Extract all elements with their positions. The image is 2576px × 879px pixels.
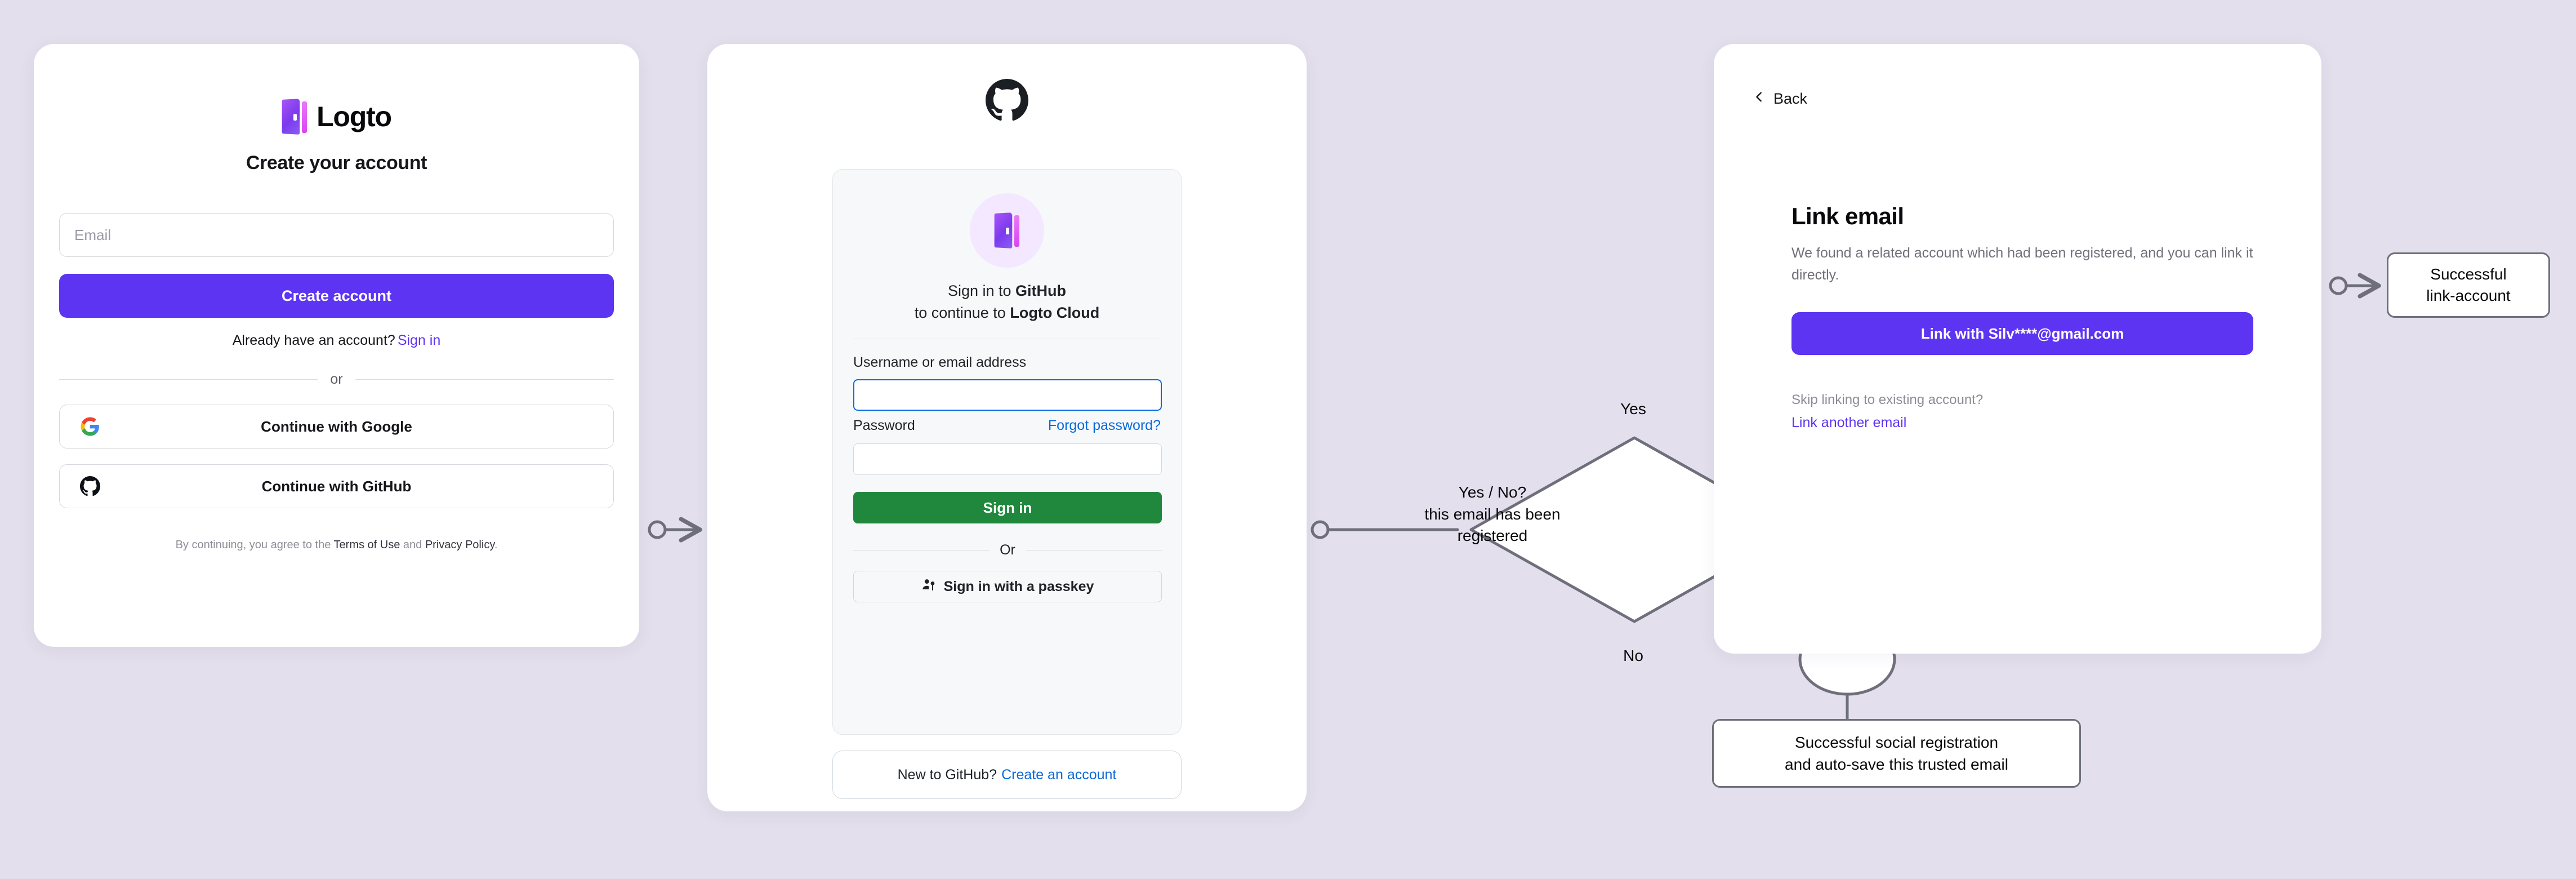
forgot-password-link[interactable]: Forgot password? [1048, 418, 1161, 433]
logto-brand: Logto [34, 99, 639, 135]
link-with-email-button[interactable]: Link with Silv****@gmail.com [1791, 312, 2253, 355]
create-an-account-link[interactable]: Create an account [1001, 766, 1117, 783]
continue-with-google-button[interactable]: Continue with Google [59, 405, 614, 449]
legal-prefix: By continuing, you agree to the [175, 539, 331, 551]
logto-door-icon [994, 212, 1020, 248]
github-signin-panel: Sign in to GitHub to continue to Logto C… [832, 169, 1182, 735]
github-headline: Sign in to GitHub to continue to Logto C… [833, 280, 1181, 324]
email-input[interactable]: Email [59, 213, 614, 257]
new-to-github-text: New to GitHub? [897, 766, 997, 783]
skip-linking-label: Skip linking to existing account? [1791, 392, 1984, 407]
new-to-github-panel: New to GitHub? Create an account [832, 751, 1182, 799]
link-email-description: We found a related account which had bee… [1791, 245, 2253, 283]
headline-provider: GitHub [1015, 282, 1067, 299]
sign-in-button[interactable]: Sign in [853, 492, 1162, 523]
google-icon [80, 416, 100, 437]
divider-label: Or [1000, 541, 1015, 558]
yes-branch-label: Yes [1620, 400, 1646, 418]
sign-in-link[interactable]: Sign in [397, 332, 441, 348]
sign-in-with-passkey-button[interactable]: Sign in with a passkey [853, 571, 1162, 602]
divider-rule-right [355, 379, 614, 380]
signup-card: Logto Create your account Email Create a… [34, 44, 639, 647]
divider-rule-right [1025, 549, 1162, 551]
decision-line-1: Yes / No? [1458, 483, 1527, 501]
social-registration-success-node: Successful social registration and auto-… [1712, 719, 2081, 788]
page-title: Create your account [246, 152, 427, 174]
already-have-account-line: Already have an account?Sign in [34, 332, 639, 349]
google-button-label: Continue with Google [261, 418, 412, 435]
logto-app-avatar [970, 193, 1044, 268]
github-signin-card: Sign in to GitHub to continue to Logto C… [707, 44, 1307, 811]
passkey-button-label: Sign in with a passkey [943, 578, 1094, 594]
back-button-label: Back [1773, 90, 1808, 107]
link-success-node: Successful link-account [2387, 252, 2550, 318]
or-divider: or [59, 370, 614, 389]
logto-wordmark: Logto [317, 101, 392, 132]
github-icon [80, 476, 100, 496]
decision-node-label: Yes / No? this email has been registered [1363, 482, 1622, 547]
link-success-line-2: link-account [2426, 287, 2511, 304]
decision-line-2: this email has been [1424, 505, 1561, 523]
divider-label: or [330, 371, 343, 387]
headline-line2-prefix: to continue to [914, 304, 1006, 322]
legal-suffix: . [494, 539, 498, 551]
divider-rule-left [59, 379, 318, 380]
link-another-email-link[interactable]: Link another email [1791, 415, 1907, 430]
logto-door-icon [282, 99, 307, 135]
divider-rule-left [853, 549, 990, 551]
no-branch-label: No [1623, 647, 1643, 664]
social-success-line-2: and auto-save this trusted email [1785, 756, 2008, 773]
legal-and: and [403, 539, 422, 551]
continue-with-github-button[interactable]: Continue with GitHub [59, 464, 614, 508]
github-button-label: Continue with GitHub [261, 477, 412, 495]
passkey-icon [921, 578, 936, 596]
password-label: Password [853, 418, 915, 433]
terms-of-use-link[interactable]: Terms of Use [333, 539, 400, 551]
already-have-account-text: Already have an account? [232, 332, 395, 348]
legal-notice: By continuing, you agree to the Terms of… [34, 539, 639, 552]
username-label: Username or email address [853, 354, 1027, 370]
decision-line-3: registered [1457, 527, 1528, 545]
chevron-left-icon [1753, 89, 1766, 109]
link-success-line-1: Successful [2430, 265, 2507, 283]
github-logo-icon [986, 79, 1028, 122]
create-account-button[interactable]: Create account [59, 274, 614, 318]
headline-line1-prefix: Sign in to [947, 282, 1011, 299]
social-success-line-1: Successful social registration [1794, 733, 1999, 751]
back-button[interactable]: Back [1753, 89, 1807, 109]
password-input[interactable] [853, 443, 1162, 475]
link-email-card: Back Link email We found a related accou… [1714, 44, 2321, 654]
github-or-divider: Or [853, 541, 1162, 558]
link-email-title: Link email [1791, 203, 1904, 229]
headline-app-name: Logto Cloud [1010, 304, 1100, 322]
username-input[interactable] [853, 379, 1162, 411]
privacy-policy-link[interactable]: Privacy Policy [425, 539, 494, 551]
